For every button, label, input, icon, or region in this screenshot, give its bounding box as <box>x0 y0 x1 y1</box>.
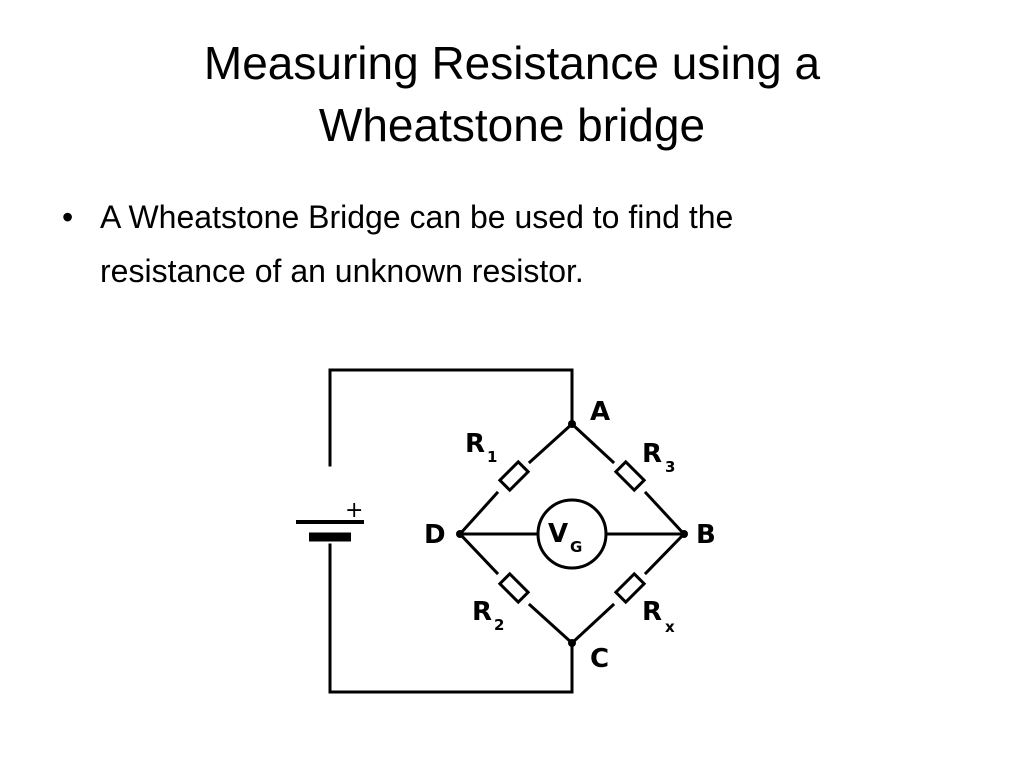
title-line-2: Wheatstone bridge <box>318 99 706 151</box>
wire-top <box>328 368 574 467</box>
node-a-dot <box>568 420 576 428</box>
resistor-label-r3-sub: 3 <box>665 458 675 476</box>
resistor-r3-icon <box>613 459 647 493</box>
bullet-item: • A Wheatstone Bridge can be used to fin… <box>60 190 960 298</box>
wire-rx-c <box>569 602 616 646</box>
battery-icon <box>296 520 364 542</box>
wire-b-rx <box>643 531 687 576</box>
resistor-rx-icon <box>613 571 647 605</box>
node-c-dot <box>568 639 576 647</box>
galvanometer-icon <box>536 498 608 570</box>
resistor-label-r1: R <box>465 429 485 459</box>
node-label-c: C <box>590 644 609 674</box>
node-label-b: B <box>696 520 716 550</box>
resistor-label-r3: R <box>642 439 662 469</box>
wire-a-r1 <box>527 421 575 465</box>
node-label-a: A <box>590 397 610 427</box>
resistor-r1-icon <box>497 459 531 493</box>
node-b-dot <box>680 530 688 538</box>
wire-a-r3 <box>569 421 616 465</box>
galvanometer-label: V <box>548 519 568 549</box>
title-line-1: Measuring Resistance using a <box>203 37 821 89</box>
galvanometer-label-sub: G <box>570 538 582 556</box>
resistor-label-r2: R <box>472 597 492 627</box>
bullet-line-2: resistance of an unknown resistor. <box>100 253 584 289</box>
resistor-label-r2-sub: 2 <box>494 616 504 634</box>
node-d-dot <box>456 530 464 538</box>
node-label-d: D <box>424 520 446 550</box>
bullet-list: • A Wheatstone Bridge can be used to fin… <box>60 190 960 298</box>
slide-title: Measuring Resistance using a Wheatstone … <box>0 32 1024 156</box>
bullet-line-1: A Wheatstone Bridge can be used to find … <box>100 199 734 235</box>
wire-r1-d <box>457 490 500 537</box>
resistor-label-r1-sub: 1 <box>487 448 497 466</box>
wire-r3-b <box>643 490 687 537</box>
wire-d-r2 <box>457 531 500 576</box>
resistor-r2-icon <box>497 571 531 605</box>
bullet-icon: • <box>62 199 74 235</box>
battery-plus-label: + <box>345 498 363 523</box>
resistor-label-rx-sub: x <box>665 618 675 636</box>
wire-r2-c <box>527 602 575 646</box>
resistor-label-rx: R <box>642 597 662 627</box>
wire-bottom <box>328 543 574 694</box>
